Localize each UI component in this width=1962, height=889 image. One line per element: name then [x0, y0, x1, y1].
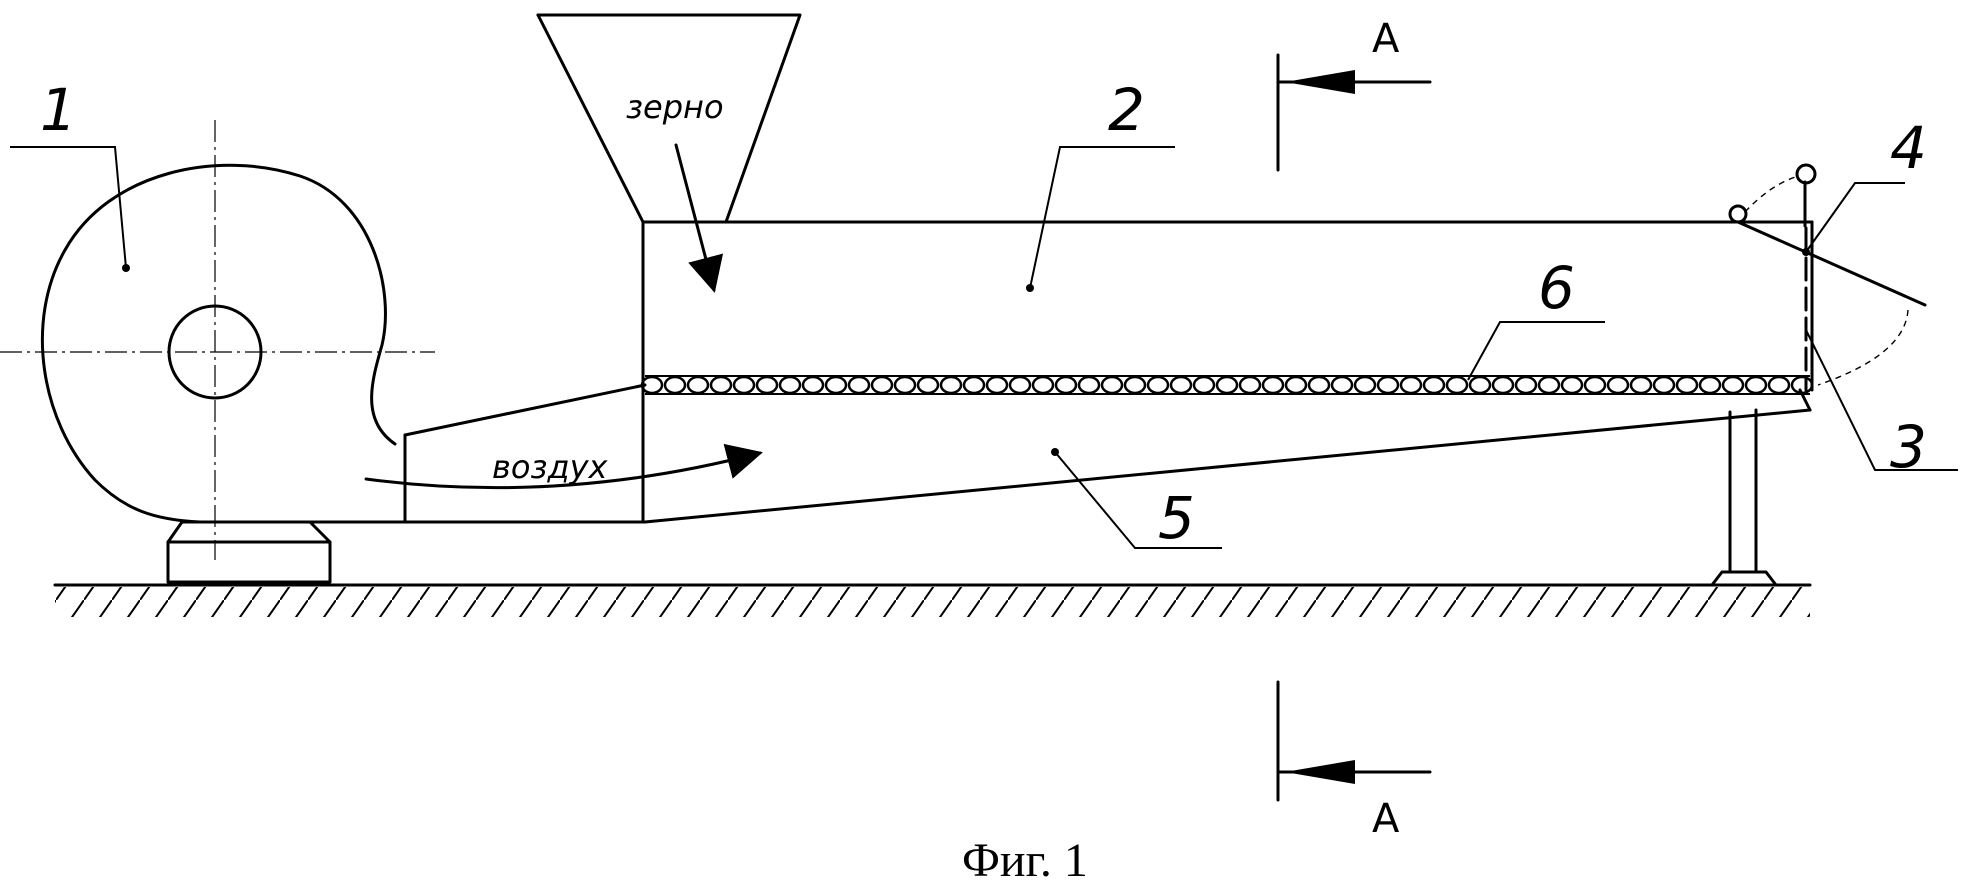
grate-link — [1677, 377, 1697, 393]
label-grate: 6 — [1538, 254, 1575, 322]
grate-link — [1286, 377, 1306, 393]
grate-link — [1401, 377, 1421, 393]
grate-link — [688, 377, 708, 393]
grate-link — [1125, 377, 1145, 393]
label-lever: 4 — [1890, 114, 1927, 182]
grate-link — [918, 377, 938, 393]
grate-link — [1631, 377, 1651, 393]
grate-link — [1608, 377, 1628, 393]
grate-link — [1539, 377, 1559, 393]
grate-link — [1585, 377, 1605, 393]
leader-lines — [10, 147, 1958, 548]
grate-link — [780, 377, 800, 393]
grate-link — [1309, 377, 1329, 393]
grate-link — [1079, 377, 1099, 393]
section-label-top: А — [1372, 16, 1400, 62]
grate-link — [1424, 377, 1444, 393]
grate-link — [1033, 377, 1053, 393]
grate-link — [757, 377, 777, 393]
grate-link — [964, 377, 984, 393]
annotation-grain: зерно — [626, 88, 724, 126]
grate-link — [1240, 377, 1260, 393]
grate-link — [1332, 377, 1352, 393]
grate-link — [734, 377, 754, 393]
label-fan: 1 — [40, 76, 77, 144]
fan-base — [168, 522, 330, 582]
grate-link — [1746, 377, 1766, 393]
grate-link — [1148, 377, 1168, 393]
air-duct — [405, 385, 1810, 522]
grate-link — [1700, 377, 1720, 393]
section-mark-bottom — [1278, 682, 1430, 800]
grate-link — [1102, 377, 1122, 393]
grate-link — [665, 377, 685, 393]
fan-housing — [0, 120, 645, 560]
grate-link — [1723, 377, 1743, 393]
grate-link — [849, 377, 869, 393]
label-chamber: 2 — [1108, 76, 1145, 144]
annotation-air: воздух — [492, 448, 609, 486]
label-flap: 3 — [1890, 413, 1927, 481]
ground — [55, 585, 1810, 617]
grate-link — [711, 377, 731, 393]
grate-link — [1194, 377, 1214, 393]
grate-link — [1056, 377, 1076, 393]
grate-link — [895, 377, 915, 393]
grate-link — [872, 377, 892, 393]
grate-link — [1378, 377, 1398, 393]
grate-link — [1562, 377, 1582, 393]
grate-link — [987, 377, 1007, 393]
support-leg — [1712, 410, 1776, 585]
grate-link — [826, 377, 846, 393]
drying-chamber — [643, 222, 1812, 522]
grate-link — [1792, 377, 1812, 393]
label-air-duct: 5 — [1158, 484, 1195, 552]
grate-link — [1263, 377, 1283, 393]
grain-flow-arrow — [676, 145, 714, 290]
grate-link — [1470, 377, 1490, 393]
grate-link — [1010, 377, 1030, 393]
grate-link — [1447, 377, 1467, 393]
grate-link — [1493, 377, 1513, 393]
grate-link — [1654, 377, 1674, 393]
grate-link — [941, 377, 961, 393]
grate-link — [1217, 377, 1237, 393]
figure-caption: Фиг. 1 — [962, 834, 1088, 887]
grate-link — [1769, 377, 1789, 393]
grate-link — [803, 377, 823, 393]
grate-link — [1516, 377, 1536, 393]
grate-link — [1355, 377, 1375, 393]
section-label-bottom: А — [1372, 796, 1400, 842]
outlet-flap — [1730, 165, 1925, 390]
perforated-grate — [642, 376, 1812, 394]
section-mark-top — [1278, 55, 1430, 170]
grate-link — [1171, 377, 1191, 393]
